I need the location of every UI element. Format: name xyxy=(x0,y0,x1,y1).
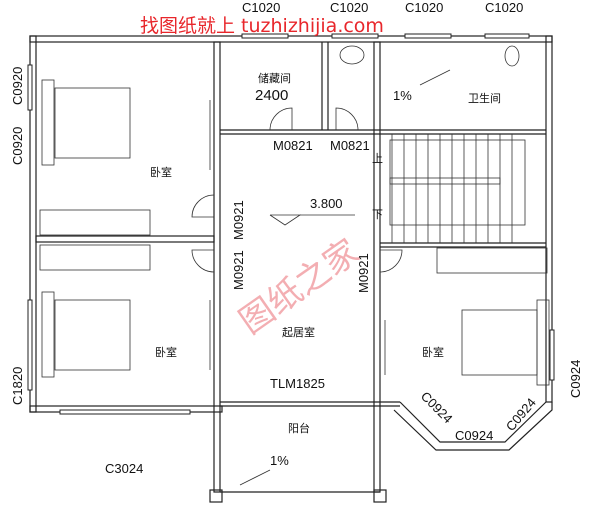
furniture xyxy=(39,45,550,386)
room-label: 卫生间 xyxy=(468,91,501,105)
door-label: M0821 xyxy=(273,138,313,153)
window-label: C0924 xyxy=(418,389,456,427)
slope-label: 1% xyxy=(270,453,289,468)
bed-lower-left xyxy=(54,299,131,371)
window-label: C1020 xyxy=(242,0,280,15)
bed-right xyxy=(461,309,538,376)
sink xyxy=(339,45,365,65)
level-label: 3.800 xyxy=(310,196,343,211)
staircase xyxy=(389,134,526,243)
windows xyxy=(27,33,555,415)
window-label: C3024 xyxy=(105,461,143,476)
window-label: C0924 xyxy=(568,360,583,398)
stair-down-label: 下 xyxy=(372,208,383,221)
door-swings xyxy=(191,69,451,486)
door-label: M0921 xyxy=(231,250,246,290)
door-label: M0921 xyxy=(231,200,246,240)
window-label: C0920 xyxy=(10,67,25,105)
window-label: C1020 xyxy=(330,0,368,15)
slope-label: 1% xyxy=(393,88,412,103)
window-label: C0920 xyxy=(10,127,25,165)
room-label: 卧室 xyxy=(422,345,444,359)
room-label: 卧室 xyxy=(150,165,172,179)
door-label: M0921 xyxy=(356,253,371,293)
toilet xyxy=(504,45,520,67)
window-label: C1020 xyxy=(485,0,523,15)
stair-up-label: 上 xyxy=(372,152,383,165)
room-label: 阳台 xyxy=(288,421,310,435)
room-label: 起居室 xyxy=(282,325,315,339)
dimension-label: 2400 xyxy=(255,87,288,104)
window-label: C0924 xyxy=(455,428,493,443)
watermark-top: 找图纸就上 tuzhizhijia.com xyxy=(140,15,384,37)
door-label: M0821 xyxy=(330,138,370,153)
window-label: C1820 xyxy=(10,367,25,405)
bed-upper-left xyxy=(54,87,131,159)
room-label: 储藏间 xyxy=(258,71,291,85)
room-label: 卧室 xyxy=(155,345,177,359)
door-label: TLM1825 xyxy=(270,376,325,391)
window-label: C1020 xyxy=(405,0,443,15)
